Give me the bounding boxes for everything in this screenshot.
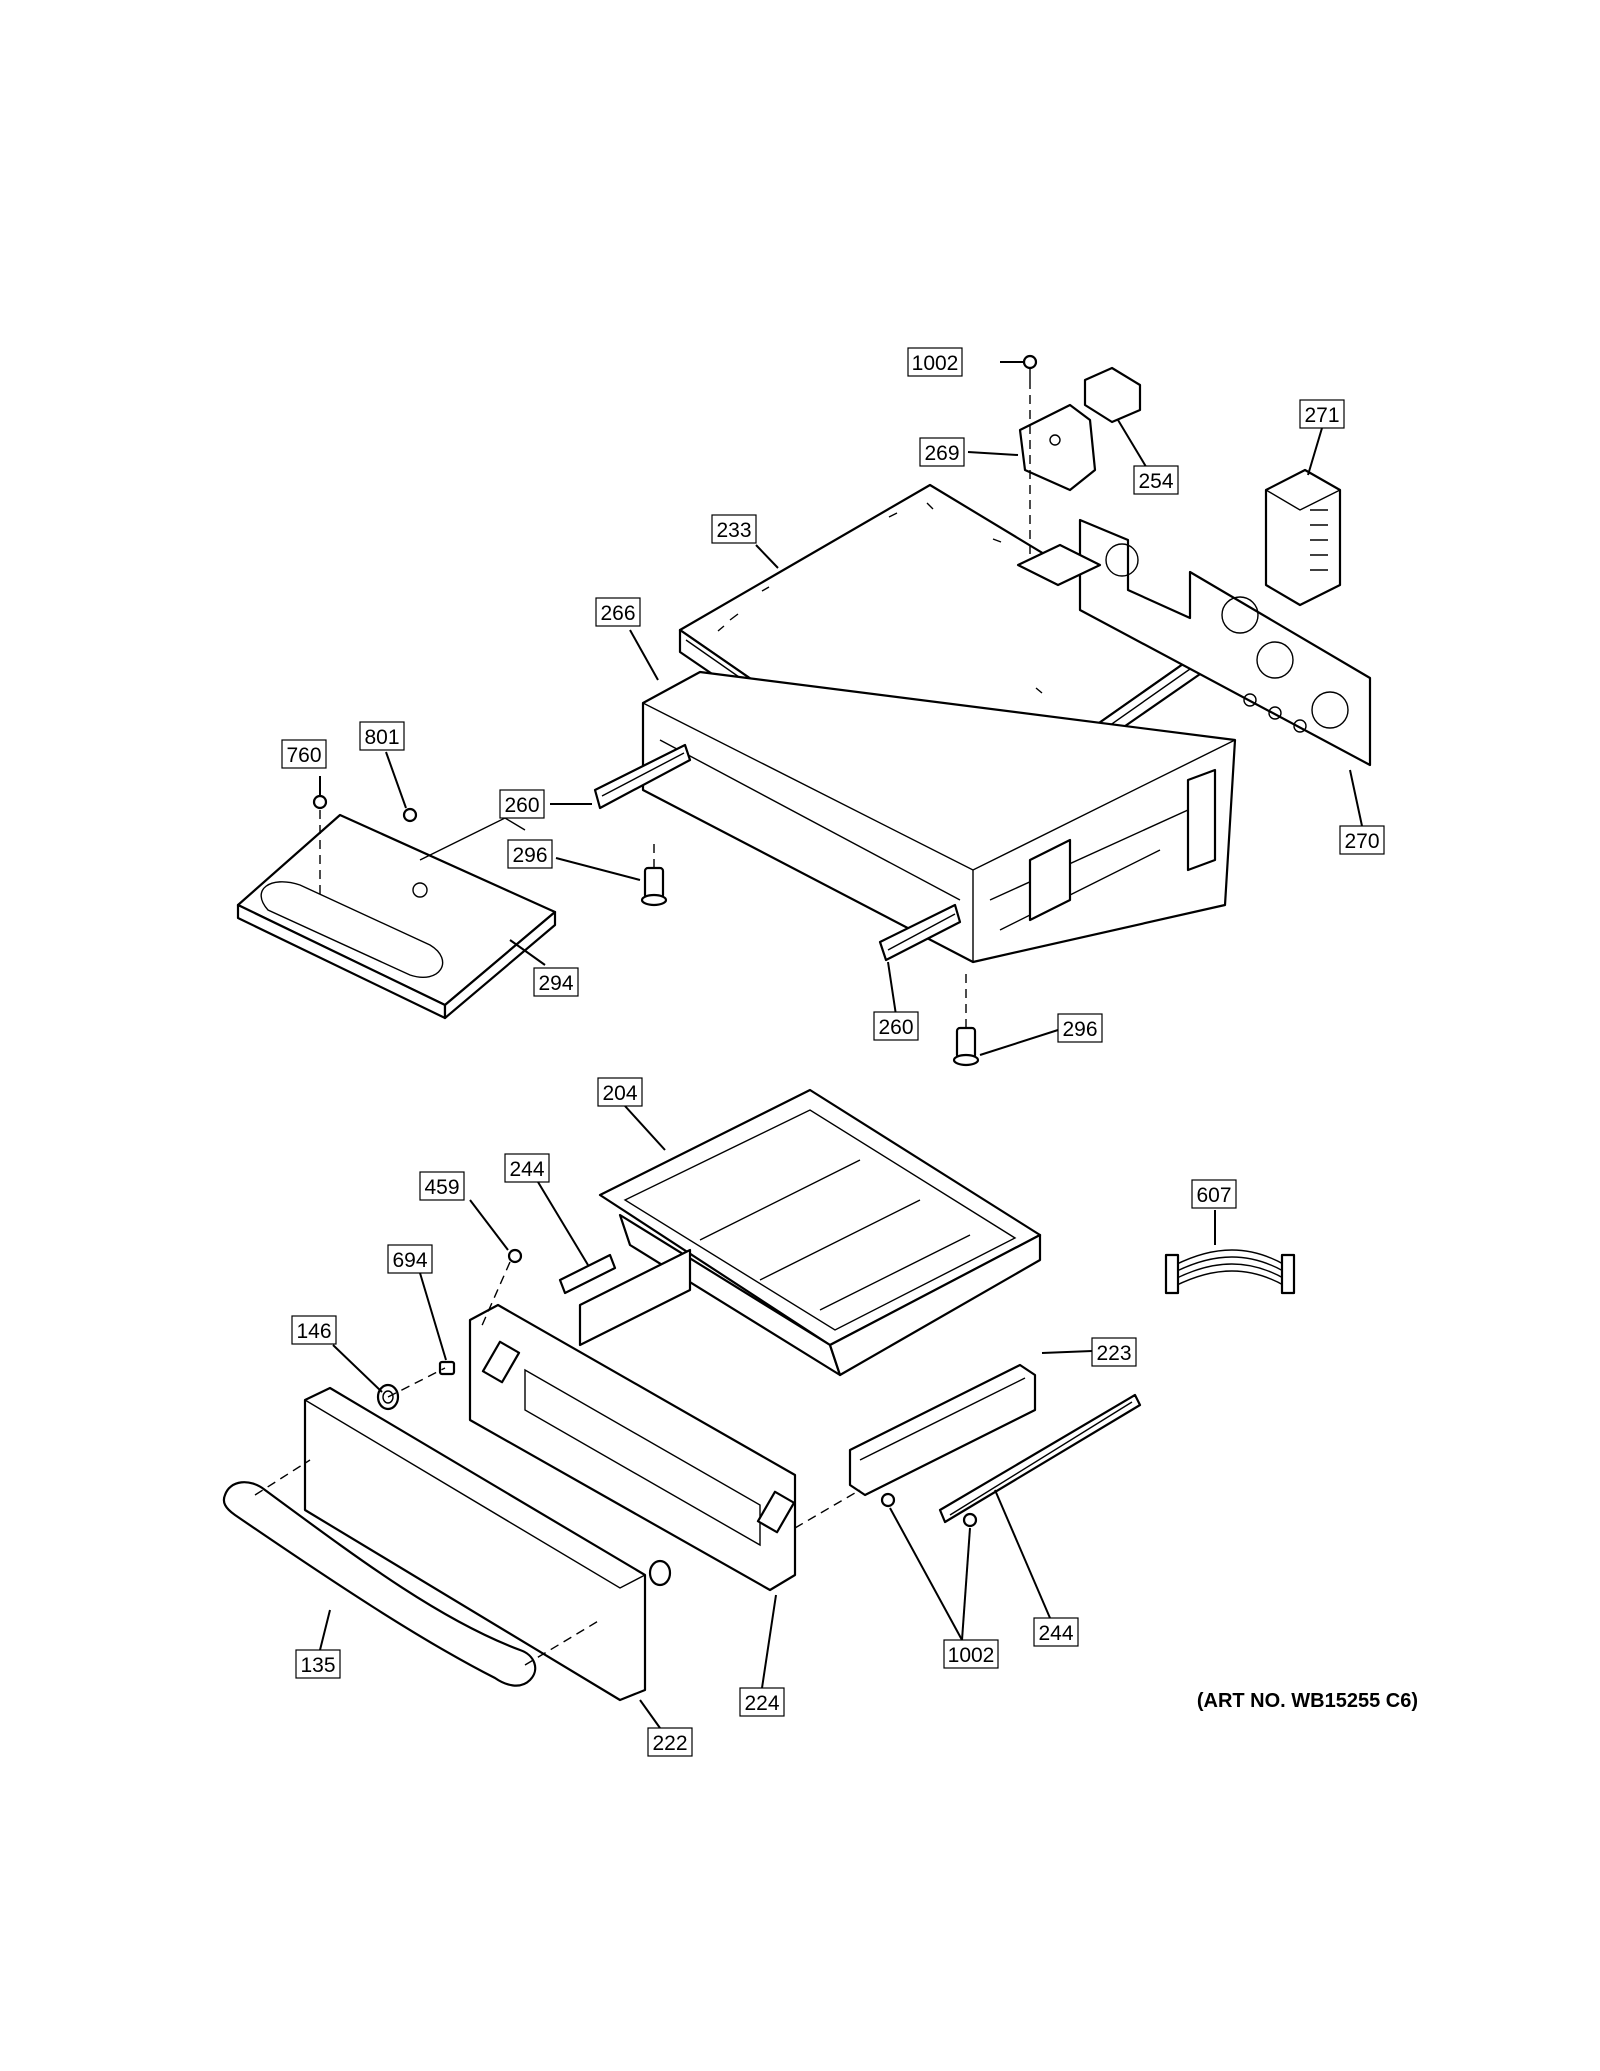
callout-296-front: 296 [1057, 1013, 1103, 1043]
part-drawer-slide-right [938, 1393, 1142, 1524]
part-drawer-inner-front [468, 1303, 797, 1592]
callout-801: 801 [359, 721, 405, 751]
callout-222: 222 [647, 1727, 693, 1757]
part-terminal-block [1083, 366, 1142, 424]
part-element-tray [236, 813, 557, 1020]
part-drawer-handle [222, 1481, 537, 1687]
part-bracket [1018, 403, 1097, 492]
svg-text:294: 294 [538, 972, 573, 995]
svg-text:204: 204 [602, 1082, 637, 1105]
callout-260-lower: 260 [873, 1011, 919, 1041]
callout-224: 224 [739, 1687, 785, 1717]
svg-text:296: 296 [512, 844, 547, 867]
callout-459: 459 [419, 1171, 465, 1201]
svg-text:271: 271 [1304, 404, 1339, 427]
svg-text:296: 296 [1062, 1018, 1097, 1041]
leader-dash-459 [479, 1261, 511, 1331]
svg-text:1002: 1002 [912, 352, 959, 375]
svg-text:135: 135 [300, 1654, 335, 1677]
svg-text:266: 266 [600, 602, 635, 625]
part-chassis [641, 670, 1237, 964]
svg-text:270: 270 [1344, 830, 1379, 853]
part-screw-1002-left [880, 1492, 896, 1508]
part-screw-760 [312, 794, 328, 900]
svg-text:222: 222 [652, 1732, 687, 1755]
leader-dash-146 [387, 1367, 446, 1398]
svg-text:260: 260 [504, 794, 539, 817]
callout-266: 266 [595, 597, 641, 627]
part-screw-top [1022, 354, 1038, 380]
callout-271: 271 [1299, 399, 1345, 429]
callout-269: 269 [919, 437, 965, 467]
part-slide-rail-lower [878, 903, 962, 962]
callout-254: 254 [1133, 465, 1179, 495]
callout-135: 135 [295, 1649, 341, 1679]
leader-dash-handle-left [254, 1459, 311, 1496]
callout-146: 146 [291, 1315, 337, 1345]
part-leveling-leg-rear [640, 866, 668, 907]
svg-text:760: 760 [286, 744, 321, 767]
part-slide-rail-upper [593, 743, 692, 810]
callout-1002-bottom: 1002 [943, 1639, 999, 1669]
leader-lines [319, 361, 1363, 1729]
part-drawer-front-panel [303, 1386, 647, 1702]
callout-294: 294 [533, 967, 579, 997]
part-drawer-slide-left [558, 1248, 692, 1347]
leader-dash-224 [794, 1489, 861, 1529]
svg-text:694: 694 [392, 1249, 427, 1272]
svg-text:244: 244 [1038, 1622, 1073, 1645]
part-element-terminal [402, 807, 418, 823]
svg-text:146: 146 [296, 1320, 331, 1343]
svg-text:224: 224 [744, 1692, 779, 1715]
callout-760: 760 [281, 739, 327, 769]
art-number: (ART NO. WB15255 C6) [1196, 1690, 1418, 1712]
svg-text:1002: 1002 [948, 1644, 995, 1667]
svg-text:260: 260 [878, 1016, 913, 1039]
callout-223: 223 [1091, 1337, 1137, 1367]
callout-296-rear: 296 [507, 839, 553, 869]
callout-244-upper: 244 [504, 1153, 550, 1183]
part-screw-694 [438, 1360, 456, 1376]
svg-text:254: 254 [1138, 470, 1173, 493]
part-drawer-side-rail [848, 1363, 1037, 1497]
part-control-board-housing [1264, 468, 1342, 607]
callout-270: 270 [1339, 825, 1385, 855]
part-rear-panel [1078, 518, 1372, 767]
callout-694: 694 [387, 1244, 433, 1274]
callout-244-lower: 244 [1033, 1617, 1079, 1647]
svg-text:269: 269 [924, 442, 959, 465]
part-screw-459 [507, 1248, 523, 1264]
svg-text:607: 607 [1196, 1184, 1231, 1207]
part-vent-opening [1016, 543, 1102, 587]
callout-1002-top: 1002 [907, 347, 963, 377]
part-leveling-leg-front [952, 1026, 980, 1067]
callout-233: 233 [711, 514, 757, 544]
svg-text:244: 244 [509, 1158, 544, 1181]
callout-204: 204 [597, 1077, 643, 1107]
svg-text:233: 233 [716, 519, 751, 542]
callout-260-upper: 260 [499, 789, 545, 819]
svg-text:223: 223 [1096, 1342, 1131, 1365]
part-wire-harness [1164, 1249, 1296, 1295]
part-screw-1002-right [962, 1512, 978, 1528]
callout-607: 607 [1191, 1179, 1237, 1209]
part-grommet-right [648, 1559, 672, 1587]
svg-text:801: 801 [364, 726, 399, 749]
part-drawer-pan [598, 1088, 1042, 1377]
svg-text:459: 459 [424, 1176, 459, 1199]
